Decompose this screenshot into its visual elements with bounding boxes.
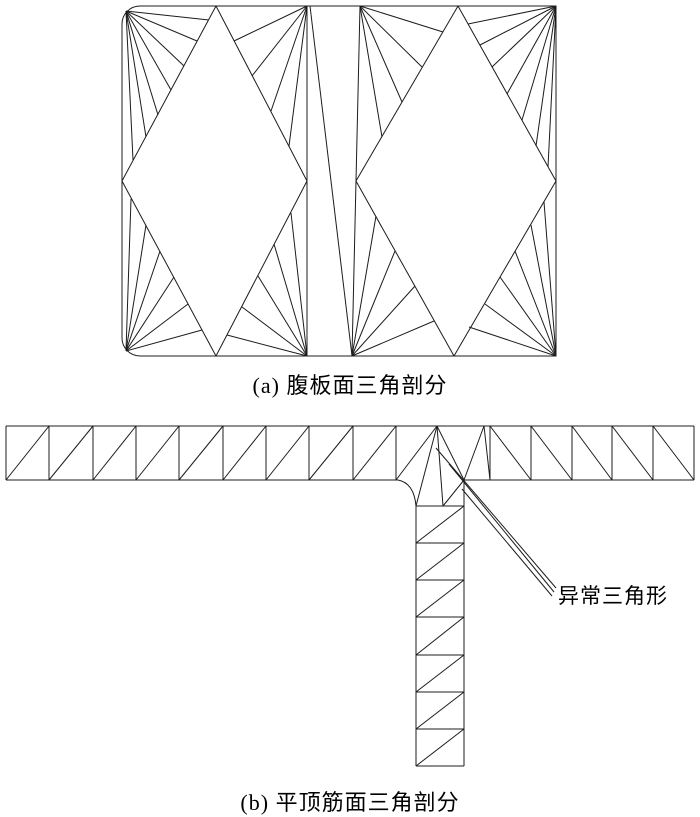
- caption-panel-a: (a) 腹板面三角剖分: [252, 373, 448, 398]
- rib-triangulation-panel: [5, 425, 695, 767]
- caption-panel-b: (b) 平顶筋面三角剖分: [240, 790, 460, 815]
- web-plate-triangulation-panel: [121, 5, 557, 357]
- annotation-leader-lines: [435, 447, 557, 597]
- annotation-label: 异常三角形: [558, 584, 668, 608]
